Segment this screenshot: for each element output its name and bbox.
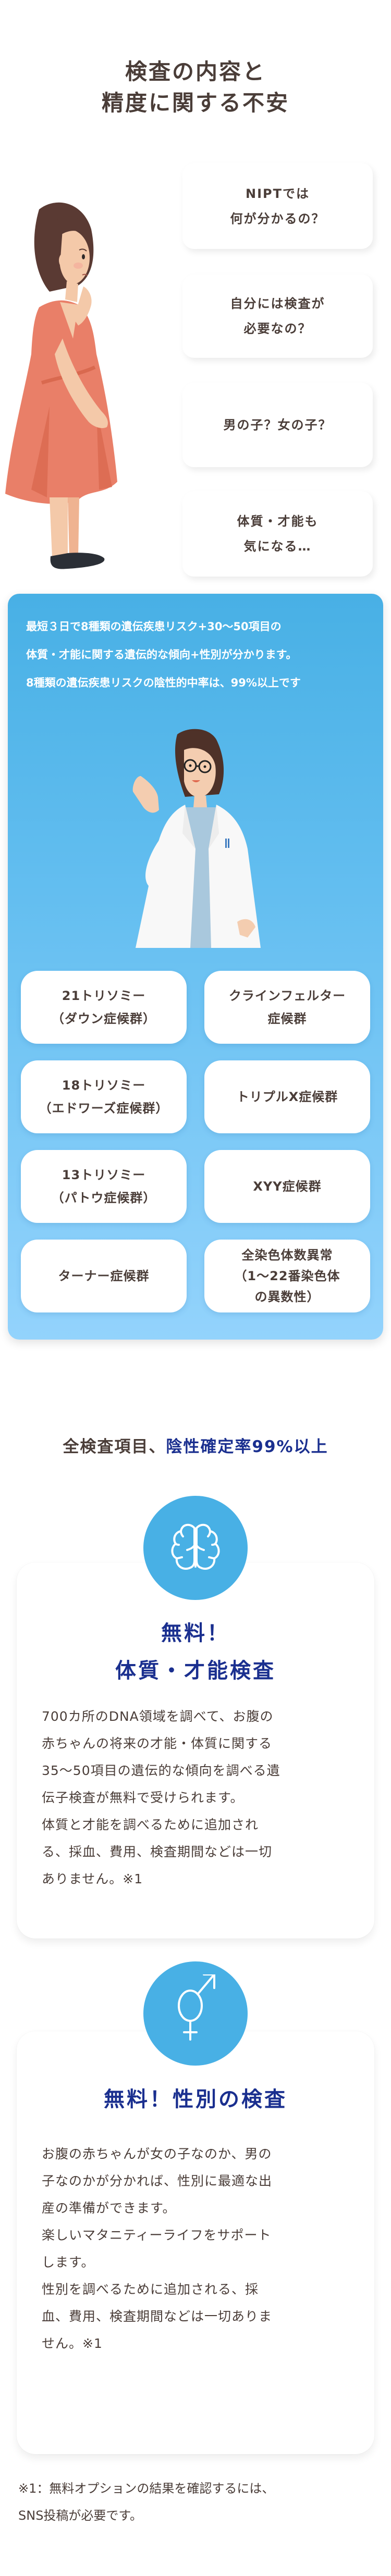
body-line: 赤ちゃんの将来の才能・体質に関する [42, 1736, 273, 1751]
disease-name: ターナー症候群 [58, 1269, 150, 1283]
body-line: 楽しいマタニティーライフをサポート [42, 2228, 272, 2243]
disease-subname: （ダウン症候群） [52, 1011, 156, 1026]
concern-bubble-gender: 男の子？女の子？ [182, 383, 373, 467]
body-line: 伝子検査が無料で受けられます。 [42, 1790, 244, 1805]
pregnant-woman-illustration [5, 202, 117, 569]
disease-name: XYY症候群 [253, 1179, 322, 1194]
concern-text-line1: 男の子？女の子？ [223, 418, 332, 432]
disease-name: トリプルX症候群 [236, 1090, 338, 1104]
disease-subname: 症候群 [267, 1011, 307, 1026]
disease-name: 13トリソミー [62, 1168, 146, 1182]
disease-turner: ターナー症候群 [21, 1240, 187, 1312]
disease-xyy: XYY症候群 [204, 1150, 370, 1223]
overview-line: 体質・才能に関する遺伝的な傾向+性別が分かります。 [26, 648, 297, 661]
page-title-line2: 精度に関する不安 [101, 90, 289, 116]
body-line: 体質と才能を調べるために追加され [42, 1817, 259, 1832]
body-line: 35〜50項目の遺伝的な傾向を調べる遺 [42, 1763, 280, 1778]
feature-body-talent: 700カ所のDNA領域を調べて、お腹の 赤ちゃんの将来の才能・体質に関する 35… [42, 1703, 349, 1893]
gender-icon-badge [143, 1961, 248, 2066]
body-line: 700カ所のDNA領域を調べて、お腹の [42, 1709, 274, 1724]
concern-text-line1: 自分には検査が [230, 296, 325, 311]
brain-icon-badge [143, 1496, 248, 1600]
feature-card-gender-test [17, 2031, 374, 2454]
disease-klinefelter: クラインフェルター 症候群 [204, 971, 370, 1044]
concern-text-line1: NIPTでは [246, 186, 310, 201]
headline-accent: 陰性確定率99%以上 [166, 1437, 328, 1456]
brain-icon [171, 1523, 220, 1570]
concern-text-line2: 必要なの？ [243, 321, 312, 336]
feature-title-line1: 無料！性別の検査 [104, 2087, 287, 2111]
body-line: お腹の赤ちゃんが女の子なのか、男の [42, 2146, 272, 2161]
feature-title-line2: 体質・才能検査 [115, 1659, 276, 1683]
feature-title-gender: 無料！性別の検査 [17, 2081, 374, 2118]
disease-subname: （パトウ症候群） [51, 1191, 156, 1205]
body-line: 子なのかが分かれば、性別に最適な出 [42, 2173, 273, 2189]
feature-title-talent: 無料！ 体質・才能検査 [17, 1615, 374, 1690]
page-title: 検査の内容と 精度に関する不安 [0, 56, 391, 119]
concern-text-line1: 体質・才能も [237, 514, 319, 529]
disease-trisomy21: 21トリソミー （ダウン症候群） [21, 971, 187, 1044]
concern-bubble-need-test: 自分には検査が 必要なの？ [182, 274, 373, 358]
gender-icon [178, 1974, 215, 2041]
concern-bubble-what-known: NIPTでは 何が分かるの？ [182, 163, 373, 249]
disease-triple-x: トリプルX症候群 [204, 1060, 370, 1133]
disease-trisomy18: 18トリソミー （エドワーズ症候群） [21, 1060, 187, 1133]
body-line: 性別を調べるために追加される、採 [42, 2282, 259, 2297]
disease-subname: の異数性） [254, 1290, 320, 1304]
body-line: します。 [42, 2255, 95, 2270]
body-line: 産の準備ができます。 [42, 2200, 176, 2216]
concern-text-line2: 何が分かるの？ [230, 211, 325, 226]
headline-prefix: 全検査項目、 [63, 1437, 166, 1456]
feature-card-talent-test [17, 1562, 374, 1939]
concern-bubble-talent: 体質・才能も 気になる… [182, 491, 373, 577]
doctor-illustration [132, 729, 261, 948]
disease-subname: （1〜22番染色体 [234, 1269, 340, 1283]
accuracy-headline: 全検査項目、陰性確定率99%以上 [0, 1433, 391, 1457]
body-line: る、採血、費用、検査期間などは一切 [42, 1844, 273, 1859]
test-overview-text: 最短３日で8種類の遺伝疾患リスク+30〜50項目の 体質・才能に関する遺伝的な傾… [26, 612, 370, 697]
disease-subname: （エドワーズ症候群） [39, 1101, 169, 1116]
disease-name: 18トリソミー [62, 1078, 146, 1093]
disease-all-chromosome: 全染色体数異常 （1〜22番染色体 の異数性） [204, 1240, 370, 1312]
footnote-line1: ※1：無料オプションの結果を確認するには、 [18, 2481, 275, 2496]
body-line: 血、費用、検査期間などは一切ありま [42, 2309, 273, 2324]
feature-body-gender: お腹の赤ちゃんが女の子なのか、男の 子なのかが分かれば、性別に最適な出 産の準備… [42, 2141, 349, 2357]
feature-title-line1: 無料！ [161, 1621, 230, 1645]
concern-text-line2: 気になる… [243, 539, 312, 554]
body-line: せん。※1 [42, 2336, 103, 2351]
disease-name: クラインフェルター [228, 989, 346, 1003]
disease-name: 全染色体数異常 [241, 1248, 333, 1262]
overview-line: 8種類の遺伝疾患リスクの陰性的中率は、99%以上です [26, 677, 301, 689]
footnote: ※1：無料オプションの結果を確認するには、 SNS投稿が必要です。 [18, 2475, 378, 2529]
footnote-line2: SNS投稿が必要です。 [18, 2508, 143, 2523]
test-overview-panel [8, 594, 383, 1340]
overview-line: 最短３日で8種類の遺伝疾患リスク+30〜50項目の [26, 620, 282, 633]
page-title-line1: 検査の内容と [125, 59, 266, 84]
body-line: ありません。※1 [42, 1871, 143, 1886]
disease-name: 21トリソミー [62, 989, 146, 1003]
disease-trisomy13: 13トリソミー （パトウ症候群） [21, 1150, 187, 1223]
